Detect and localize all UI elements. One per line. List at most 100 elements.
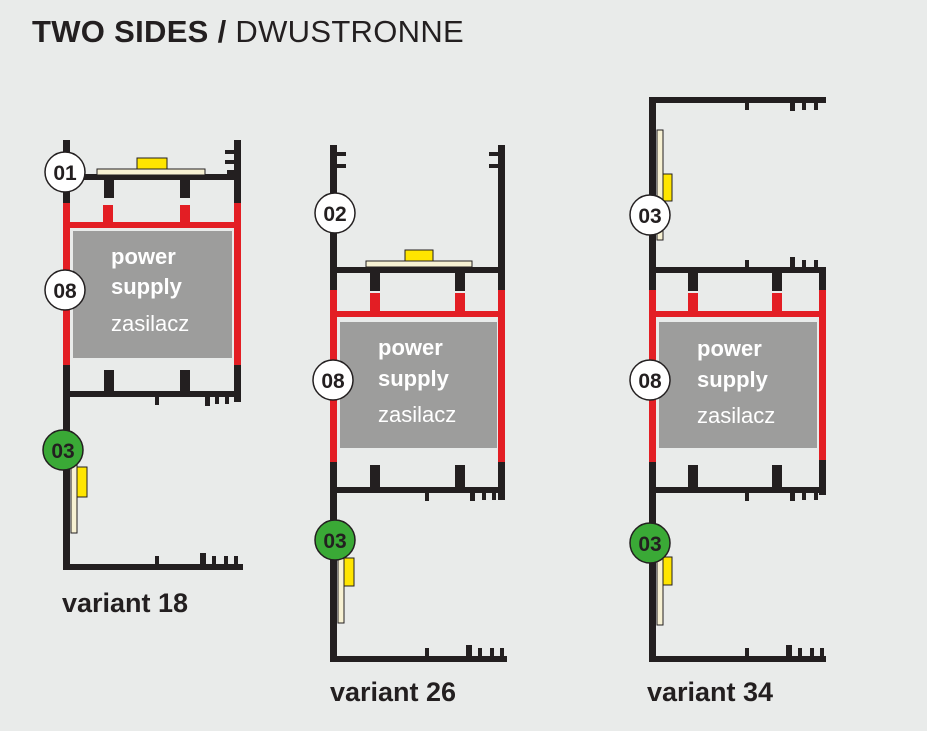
- profile-detail: [215, 397, 219, 404]
- profile-detail: [155, 397, 159, 405]
- profile-detail: [478, 648, 482, 656]
- profile-detail: [370, 465, 380, 487]
- profile-detail: [814, 103, 818, 110]
- marker-number: 03: [51, 440, 74, 463]
- profile-detail: [772, 273, 782, 291]
- title-light: DWUSTRONNE: [235, 14, 465, 49]
- profile-detail: [814, 260, 818, 267]
- profile-detail: [786, 645, 792, 656]
- page-title: TWO SIDES / DWUSTRONNE: [32, 14, 464, 50]
- led-chip: [76, 466, 88, 498]
- power-profile-top: [63, 222, 241, 228]
- variant-34: power supply zasilacz 03 08 03 variant 3…: [629, 97, 826, 707]
- power-supply-label: power: [111, 244, 176, 269]
- profile-detail: [490, 648, 494, 656]
- power-supply-box: [659, 322, 817, 448]
- marker-number: 01: [53, 162, 77, 185]
- variant-26: power supply zasilacz 02 08 03 variant 2…: [312, 145, 507, 707]
- power-supply-label: power: [378, 335, 443, 360]
- profile-bottom-bar: [63, 391, 241, 397]
- variant-label: variant 34: [647, 677, 773, 707]
- power-supply-label-pl: zasilacz: [378, 402, 456, 427]
- profile-detail: [103, 205, 113, 223]
- profile-bottom-bar: [649, 487, 826, 493]
- marker-number: 08: [53, 280, 77, 303]
- profile-base: [330, 656, 507, 662]
- profile-detail: [819, 460, 826, 495]
- profile-detail: [455, 465, 465, 487]
- marker-08: [629, 359, 671, 401]
- profile-detail: [466, 645, 472, 656]
- profile-detail: [772, 465, 782, 487]
- variant-18: power supply zasilacz 01 08 03 variant 1…: [42, 140, 243, 618]
- profile-detail: [814, 493, 818, 500]
- profile-detail: [455, 293, 465, 311]
- profile-detail: [688, 273, 698, 291]
- profile-detail: [802, 103, 806, 110]
- profile-detail: [489, 164, 498, 168]
- profile-detail: [455, 273, 465, 291]
- profile-detail: [180, 205, 190, 223]
- marker-08: [312, 359, 354, 401]
- profile-detail: [688, 293, 698, 311]
- profile-detail: [180, 370, 190, 392]
- profile-detail: [482, 493, 486, 500]
- profile-base: [649, 656, 826, 662]
- profile-base: [63, 564, 243, 570]
- power-supply-label: power: [697, 336, 762, 361]
- led-chip: [662, 173, 673, 202]
- profile-detail: [819, 273, 826, 293]
- profile-detail: [337, 164, 346, 168]
- profile-detail: [104, 180, 114, 198]
- profile-detail: [489, 152, 498, 156]
- profile-detail: [745, 260, 749, 267]
- diffuser: [656, 554, 664, 626]
- profile-detail: [180, 180, 190, 198]
- variant-label: variant 18: [62, 588, 188, 618]
- profile-detail: [820, 648, 824, 656]
- profile-detail: [200, 553, 206, 564]
- profile-detail: [745, 103, 749, 110]
- marker-number: 08: [638, 370, 662, 393]
- profile-detail: [225, 160, 234, 164]
- led-chip: [343, 557, 355, 587]
- marker-03-green: [42, 429, 84, 471]
- power-supply-label-pl: zasilacz: [111, 311, 189, 336]
- diffuser: [337, 554, 345, 624]
- variant-label: variant 26: [330, 677, 456, 707]
- led-chip: [136, 157, 168, 170]
- profile-top-cap: [649, 97, 826, 103]
- power-supply-label: supply: [378, 366, 450, 391]
- led-strip: [96, 168, 206, 176]
- power-profile-top: [649, 311, 826, 317]
- marker-number: 02: [323, 203, 346, 226]
- profile-detail: [225, 150, 234, 154]
- marker-08: [44, 269, 86, 311]
- marker-03: [629, 194, 671, 236]
- profile-detail: [802, 260, 806, 267]
- marker-03-green: [314, 519, 356, 561]
- profile-detail: [425, 648, 429, 656]
- marker-01: [44, 151, 86, 193]
- profile-detail: [745, 493, 749, 501]
- power-supply-label: supply: [111, 274, 183, 299]
- profile-top-bar: [649, 267, 826, 273]
- marker-number: 03: [638, 205, 661, 228]
- profile-detail: [802, 493, 806, 500]
- led-chip: [404, 249, 434, 262]
- profile-detail: [155, 556, 159, 564]
- profile-detail: [370, 293, 380, 311]
- profile-detail: [745, 648, 749, 656]
- marker-number: 03: [638, 533, 661, 556]
- profile-detail: [370, 273, 380, 291]
- diffuser: [70, 464, 78, 534]
- power-profile-right: [819, 290, 826, 462]
- profile-top-bar: [330, 267, 505, 273]
- profile-detail: [224, 556, 228, 564]
- profile-detail: [810, 648, 814, 656]
- marker-number: 03: [323, 530, 346, 553]
- led-strip: [365, 260, 473, 268]
- profile-detail: [790, 103, 795, 111]
